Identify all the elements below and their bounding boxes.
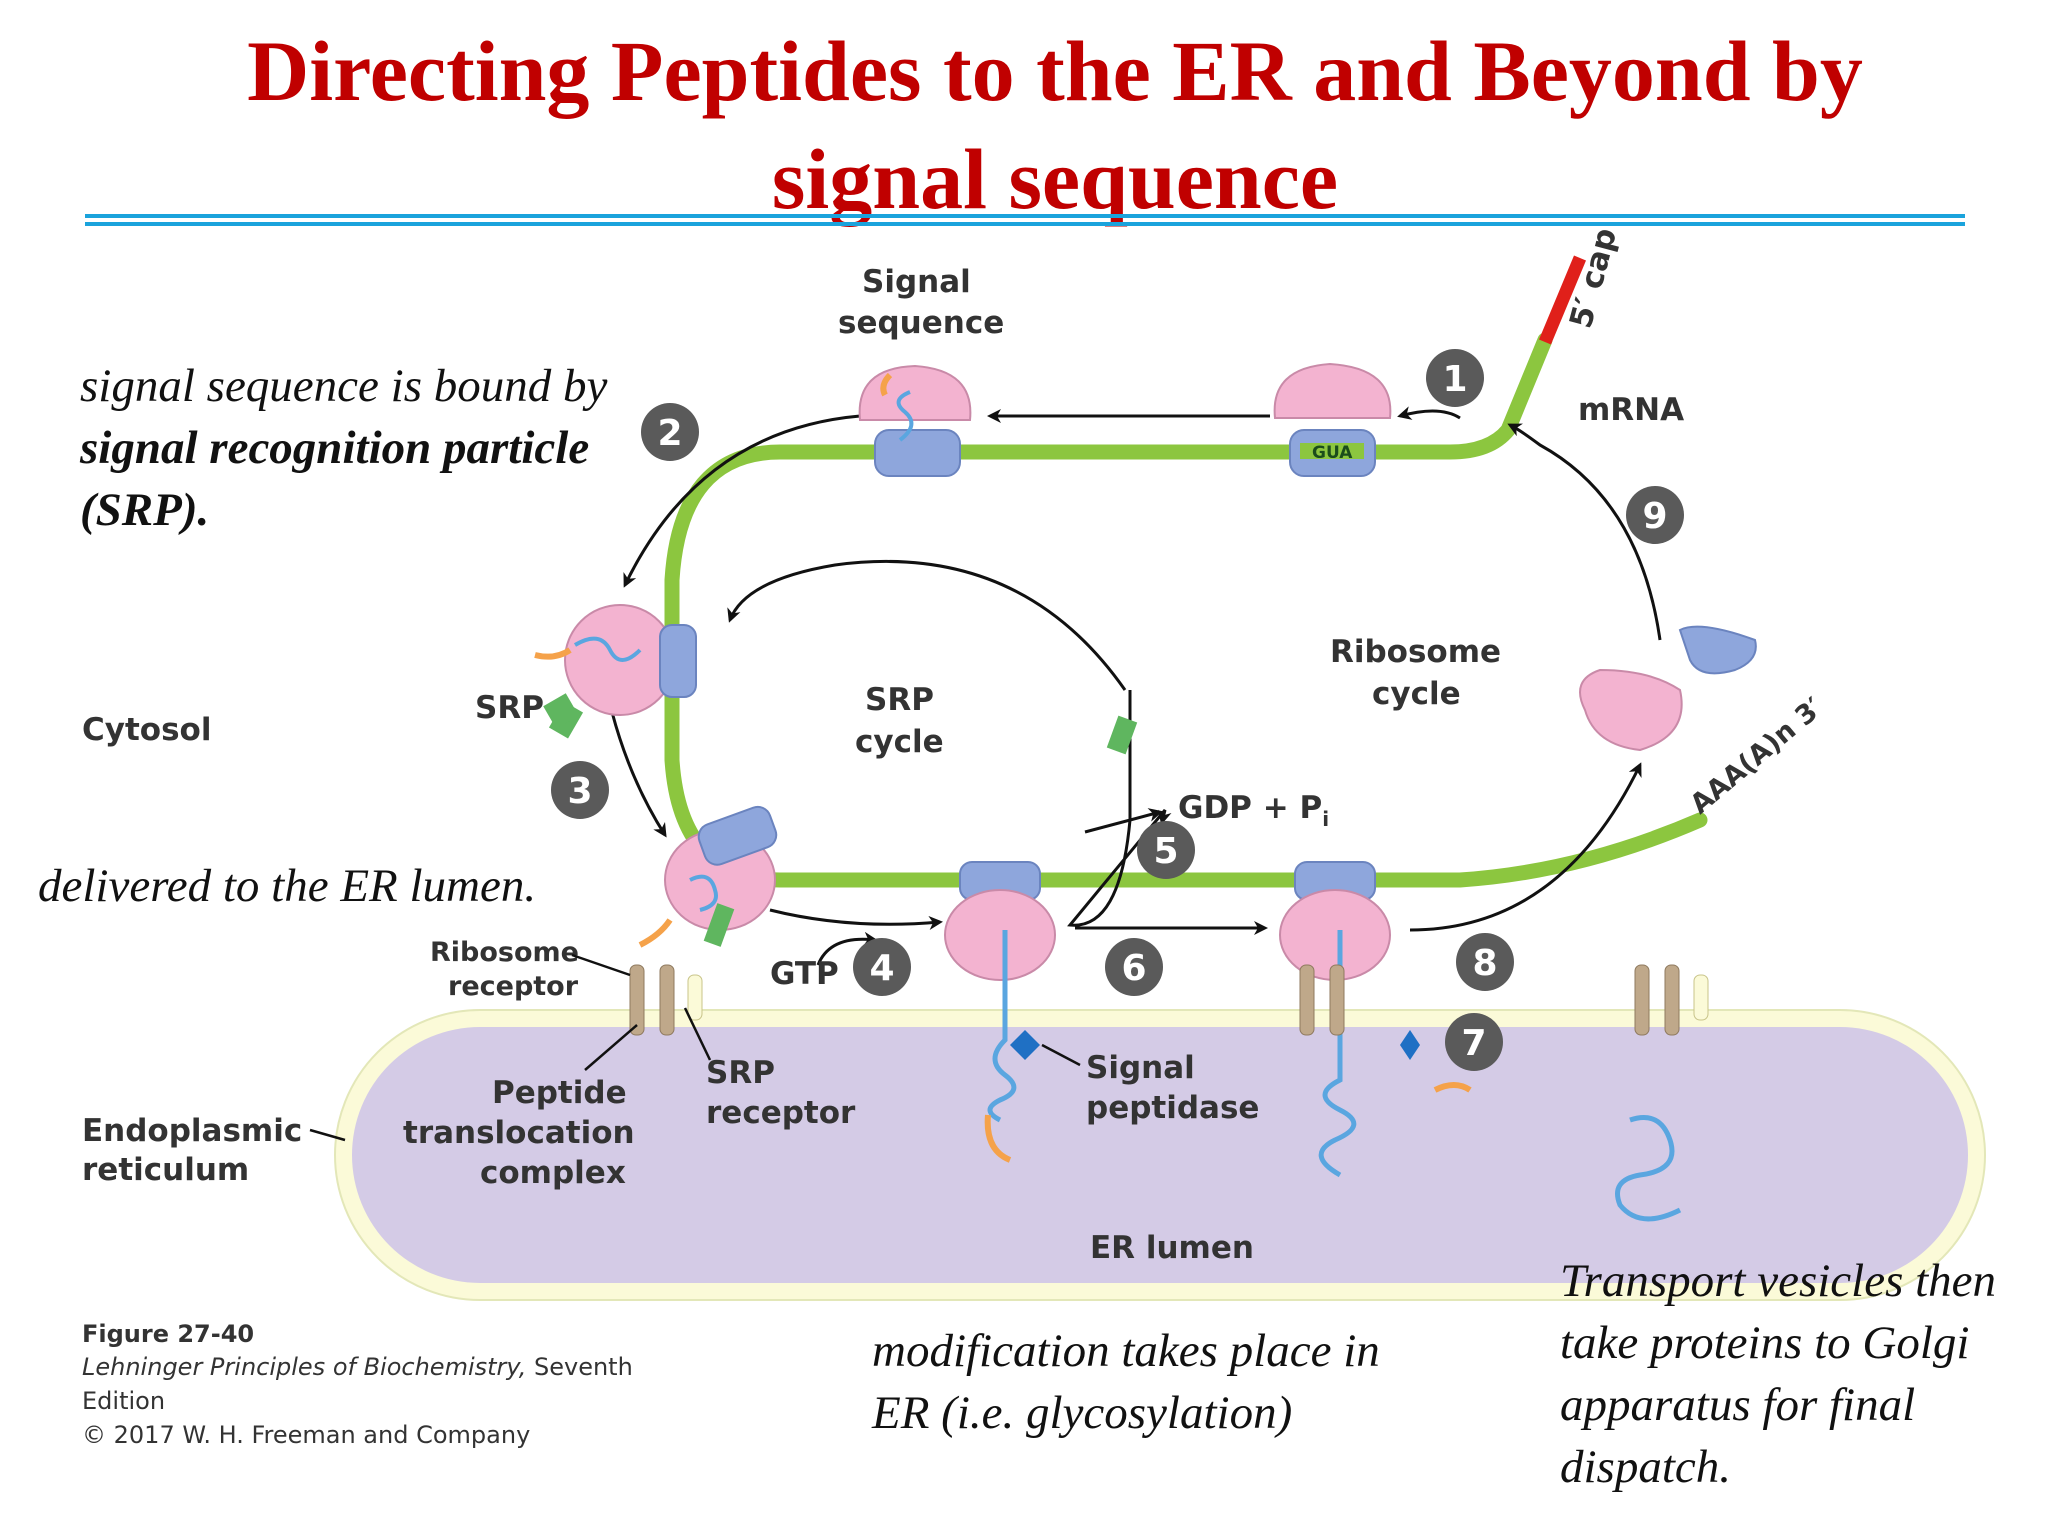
- step-5: 5: [1153, 831, 1178, 872]
- ribosome-2: [858, 364, 972, 477]
- step-9: 9: [1642, 496, 1667, 537]
- label-er-1: Endoplasmic: [82, 1113, 302, 1149]
- note-srp-binding-text: signal sequence is bound by: [80, 360, 608, 412]
- label-gdp: GDP + Pi: [1178, 790, 1329, 831]
- note-delivery: delivered to the ER lumen.: [38, 860, 537, 912]
- caption-copyright: © 2017 W. H. Freeman and Company: [82, 1421, 531, 1449]
- label-signal-peptidase-2: peptidase: [1086, 1090, 1259, 1126]
- step-circles: [551, 349, 1684, 1071]
- ribosome-4: [638, 805, 778, 948]
- label-er-lumen: ER lumen: [1090, 1230, 1254, 1266]
- caption-book: Lehninger Principles of Biochemistry, Se…: [82, 1350, 682, 1418]
- mrna-strand: [664, 255, 1708, 888]
- label-gdp-sub: i: [1322, 807, 1329, 831]
- ribosome-6: [1279, 861, 1472, 1178]
- ribosome-3: [534, 604, 697, 739]
- step-6: 6: [1121, 948, 1146, 989]
- label-peptide-complex-3: complex: [480, 1155, 626, 1191]
- signal-peptidase-markers: [1010, 1030, 1420, 1060]
- caption-book-title: Lehninger Principles of Biochemistry,: [82, 1353, 527, 1381]
- label-srp-cycle-1: SRP: [865, 682, 934, 718]
- label-er-2: reticulum: [82, 1152, 249, 1188]
- title-line-2: signal sequence: [771, 130, 1339, 227]
- note-transport: Transport vesicles then take proteins to…: [1560, 1255, 1997, 1493]
- pathway-arrows: [610, 406, 1662, 966]
- label-mrna: mRNA: [1578, 392, 1684, 428]
- srp-particle: [543, 693, 1138, 755]
- label-srp-receptor-1: SRP: [706, 1055, 775, 1091]
- caption-edition: Seventh Edition: [82, 1353, 633, 1415]
- label-ribosome-receptor-2: receptor: [448, 971, 579, 1002]
- folded-protein: [1615, 1115, 1682, 1222]
- label-signal-peptidase-1: Signal: [1086, 1050, 1195, 1086]
- label-ribosome-cycle-2: cycle: [1372, 676, 1461, 712]
- step-8: 8: [1472, 943, 1497, 984]
- label-srp-receptor-2: receptor: [706, 1095, 856, 1131]
- ribosome-1: [1273, 362, 1392, 477]
- note-srp-binding-bold: signal recognition particle (SRP).: [80, 422, 590, 536]
- label-peptide-complex-2: translocation: [403, 1115, 635, 1151]
- ribosome-5: [944, 861, 1056, 1163]
- free-subunits: [1579, 625, 1757, 752]
- leader-lines: [309, 953, 1081, 1142]
- translocation-complexes: [629, 964, 1709, 1036]
- label-ribosome-receptor-1: Ribosome: [430, 937, 579, 968]
- label-peptide-complex-1: Peptide: [492, 1075, 627, 1111]
- label-poly-a: AAA(A)n 3′: [1685, 692, 1830, 820]
- label-srp: SRP: [475, 690, 544, 726]
- label-signal-sequence-2: sequence: [838, 305, 1004, 341]
- label-codon: GUA: [1312, 443, 1353, 463]
- endoplasmic-reticulum: [334, 1009, 1986, 1301]
- step-3: 3: [567, 771, 592, 812]
- note-modification: modification takes place in ER (i.e. gly…: [872, 1325, 1380, 1439]
- label-signal-sequence-1: Signal: [862, 264, 971, 300]
- label-cytosol: Cytosol: [82, 712, 211, 748]
- slide-title: Directing Peptides to the ER and Beyond …: [160, 18, 1950, 233]
- label-ribosome-cycle-1: Ribosome: [1330, 634, 1501, 670]
- step-4: 4: [869, 948, 894, 989]
- title-line-1: Directing Peptides to the ER and Beyond …: [247, 23, 1863, 119]
- step-1: 1: [1442, 359, 1467, 400]
- label-gtp: GTP: [770, 956, 839, 992]
- figure-caption: Figure 27-40 Lehninger Principles of Bio…: [82, 1318, 682, 1452]
- caption-number: Figure 27-40: [82, 1320, 255, 1348]
- label-srp-cycle-2: cycle: [855, 724, 944, 760]
- title-divider: [85, 214, 1965, 226]
- step-2: 2: [657, 413, 682, 454]
- note-srp-binding: signal sequence is bound by signal recog…: [80, 355, 620, 541]
- step-7: 7: [1461, 1023, 1486, 1064]
